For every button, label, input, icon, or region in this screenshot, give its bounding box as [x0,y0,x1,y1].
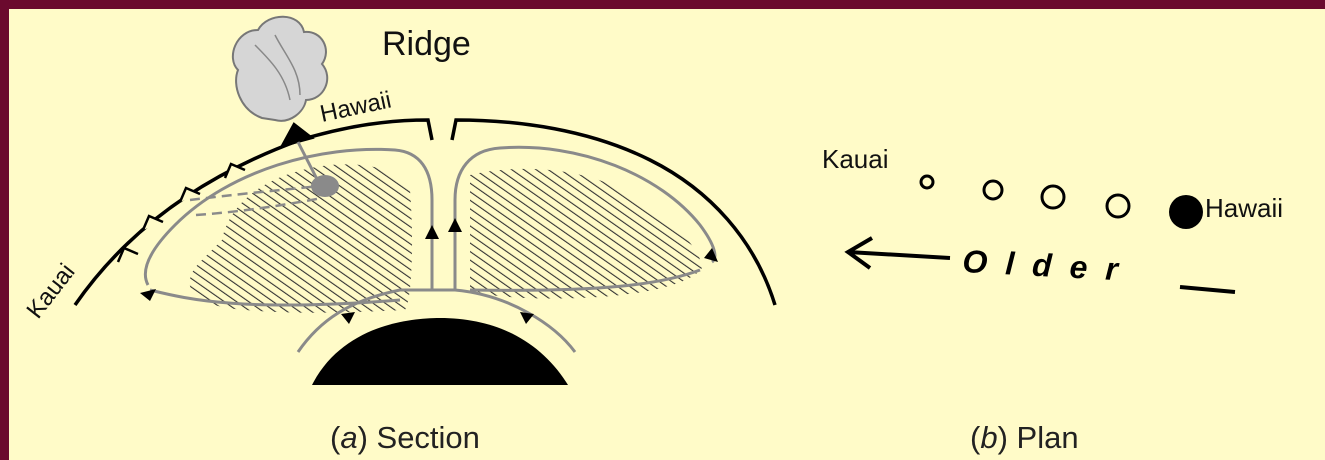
plan-caption-text: Plan [1017,420,1079,455]
section-caption-letter: a [340,420,357,455]
plume-source [312,318,568,385]
plan-caption: (b) Plan [970,420,1079,455]
island-marker-2 [984,181,1002,199]
eruption-cloud [233,17,327,121]
island-marker-3 [1042,186,1064,208]
island-kauai-marker [921,176,933,188]
plan-hawaii-label: Hawaii [1205,193,1283,223]
island-hawaii-marker [1169,195,1203,229]
section-diagram: Ridge Hawaii Kauai (a) Section [21,17,775,455]
ridge-label: Ridge [382,25,471,63]
section-caption-text: Section [377,420,480,455]
plan-diagram: Kauai Hawaii Older (b) Plan [822,144,1283,455]
plan-caption-letter: b [980,420,997,455]
section-kauai-label: Kauai [21,259,80,324]
plan-kauai-label: Kauai [822,144,889,174]
section-caption: (a) Section [330,420,480,455]
older-label: Older [962,243,1137,288]
island-marker-4 [1107,195,1129,217]
left-hatched-zone [190,164,412,312]
